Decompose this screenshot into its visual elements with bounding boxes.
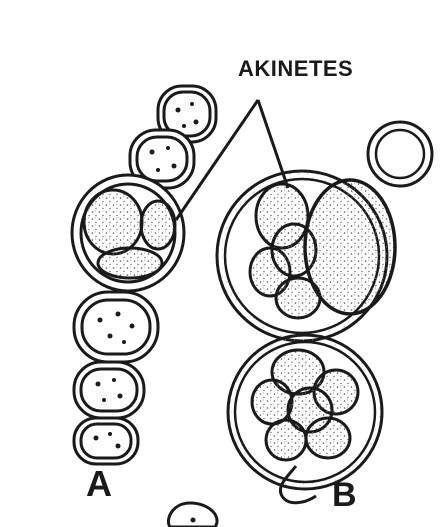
- vegetative-cell: [74, 292, 158, 362]
- akinete-a: [72, 175, 184, 291]
- heterocyst: [368, 122, 432, 186]
- akinete-cluster-2: [228, 335, 382, 489]
- panel-b-label: B: [332, 478, 357, 512]
- vegetative-cell: [74, 362, 144, 418]
- panel-a-label: A: [86, 466, 112, 502]
- akinete-cluster-1: [217, 171, 395, 341]
- filament-a: [72, 86, 216, 464]
- panel-b: [217, 122, 432, 503]
- vegetative-cell: [74, 418, 138, 464]
- partial-cell-bottom: [168, 503, 217, 527]
- partial-cell-granule: [191, 518, 196, 523]
- akinetes-label: AKINETES: [238, 58, 353, 80]
